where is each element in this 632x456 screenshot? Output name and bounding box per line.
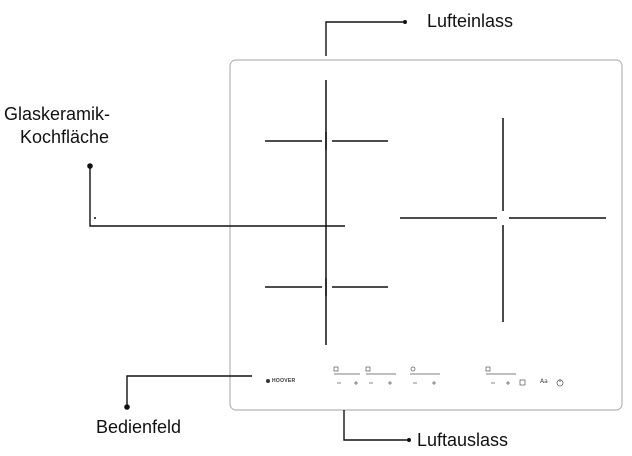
air-inlet-label: Lufteinlass bbox=[427, 11, 514, 31]
power-icon bbox=[556, 379, 564, 387]
control-panel-leader-dot bbox=[124, 404, 130, 410]
zone3-indicator bbox=[410, 366, 416, 372]
ceramic-surface-marker bbox=[94, 217, 96, 219]
lock-symbol bbox=[519, 379, 526, 386]
ceramic-surface-leader bbox=[89, 166, 345, 227]
cooking-zone-right bbox=[400, 118, 606, 322]
timer-indicator bbox=[485, 366, 491, 372]
cooking-zone-top-left bbox=[265, 132, 388, 150]
zone1-indicator bbox=[333, 366, 339, 372]
timer-plus bbox=[506, 381, 510, 385]
brand-logo-dot bbox=[266, 379, 270, 383]
ceramic-surface-label-line1: Glaskeramik- bbox=[4, 104, 111, 124]
brand-logo-text: HOOVER bbox=[272, 378, 296, 384]
zone2-plus bbox=[388, 381, 392, 385]
timer-symbol-text: Aa bbox=[540, 378, 548, 385]
ceramic-surface-label-line2: Kochfläche bbox=[20, 127, 110, 147]
air-inlet-leader-dot bbox=[403, 20, 407, 24]
zone3-plus bbox=[432, 381, 436, 385]
air-outlet-label: Luftauslass bbox=[417, 430, 509, 450]
hob-outline bbox=[229, 59, 623, 411]
zone1-plus bbox=[354, 381, 358, 385]
control-panel-label: Bedienfeld bbox=[96, 417, 182, 437]
cooking-zone-bottom-left bbox=[265, 278, 388, 296]
control-panel-leader bbox=[126, 375, 252, 406]
ceramic-surface-leader-dot bbox=[87, 163, 93, 169]
air-outlet-leader-dot bbox=[407, 438, 411, 442]
air-outlet-leader bbox=[343, 410, 408, 441]
air-inlet-leader bbox=[325, 21, 404, 56]
zone2-indicator bbox=[365, 366, 371, 372]
control-panel-controls bbox=[333, 366, 564, 387]
